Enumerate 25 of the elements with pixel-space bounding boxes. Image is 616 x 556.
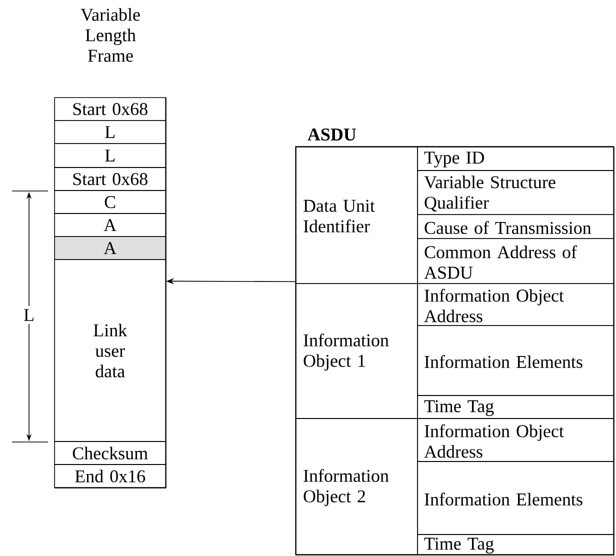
frame-field-cell: Start 0x68 xyxy=(54,167,166,191)
table-cell: Information Elements xyxy=(417,325,614,396)
table-cell: Information Object 2 xyxy=(295,418,418,555)
frame-field-cell: L xyxy=(54,143,166,168)
table-cell: Cause of Transmission xyxy=(417,214,614,239)
table-cell: Information Object 1 xyxy=(295,283,418,419)
table-cell: Time Tag xyxy=(417,534,614,555)
frame-field-cell: Checksum xyxy=(54,441,166,465)
frame-field-cell: Start 0x68 xyxy=(54,97,166,121)
frame-field-cell: C xyxy=(54,190,166,214)
dimension-label: L xyxy=(20,306,38,324)
table-cell: Information Object Address xyxy=(417,283,614,326)
table-cell: Type ID xyxy=(417,146,614,171)
frame-field-cell: L xyxy=(54,120,166,144)
table-cell: Information Object Address xyxy=(417,418,614,462)
table-cell: Data Unit Identifier xyxy=(295,146,418,284)
table-cell: Time Tag xyxy=(417,395,614,419)
node-label: Variable Length Frame xyxy=(80,8,140,62)
table-cell: Variable Structure Qualifier xyxy=(417,170,614,215)
frame-field-cell: A xyxy=(54,236,166,260)
frame-field-cell: End 0x16 xyxy=(54,464,166,488)
node-label: ASDU xyxy=(308,128,356,141)
table-cell: Common Address of ASDU xyxy=(417,238,614,284)
frame-field-cell: A xyxy=(54,213,166,237)
table-cell: Information Elements xyxy=(417,461,614,535)
